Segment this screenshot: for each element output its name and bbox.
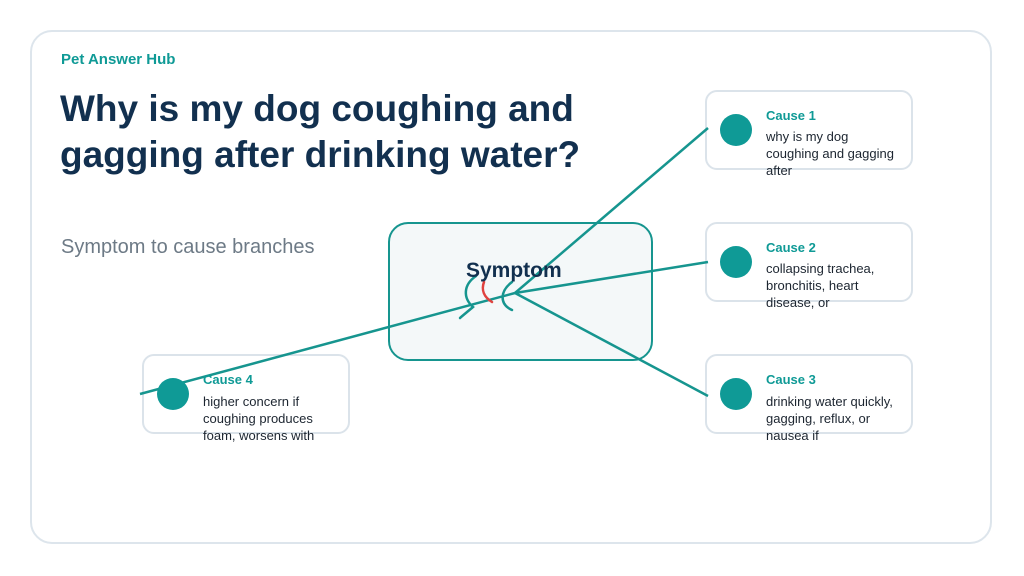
cause-1-text: why is my dog coughing and gagging after bbox=[766, 129, 894, 178]
brand-name: Pet Answer Hub bbox=[61, 51, 176, 68]
cause-3-text: drinking water quickly, gagging, reflux,… bbox=[766, 394, 893, 443]
cause-2-text: collapsing trachea, bronchitis, heart di… bbox=[766, 261, 875, 310]
symptom-label: Symptom bbox=[466, 259, 562, 282]
cause-2-dot-icon bbox=[720, 246, 752, 278]
cause-2-title: Cause 2 bbox=[766, 240, 816, 255]
page-title: Why is my dog coughing and gagging after… bbox=[60, 88, 581, 175]
cause-1-dot-icon bbox=[720, 114, 752, 146]
cause-4-text: higher concern if coughing produces foam… bbox=[203, 394, 315, 443]
cause-3-dot-icon bbox=[720, 378, 752, 410]
cause-4-dot-icon bbox=[157, 378, 189, 410]
cause-4-title: Cause 4 bbox=[203, 372, 253, 387]
cause-1-title: Cause 1 bbox=[766, 108, 816, 123]
symptom-node[interactable] bbox=[388, 222, 653, 361]
page-subtitle: Symptom to cause branches bbox=[61, 236, 315, 258]
cause-3-title: Cause 3 bbox=[766, 372, 816, 387]
